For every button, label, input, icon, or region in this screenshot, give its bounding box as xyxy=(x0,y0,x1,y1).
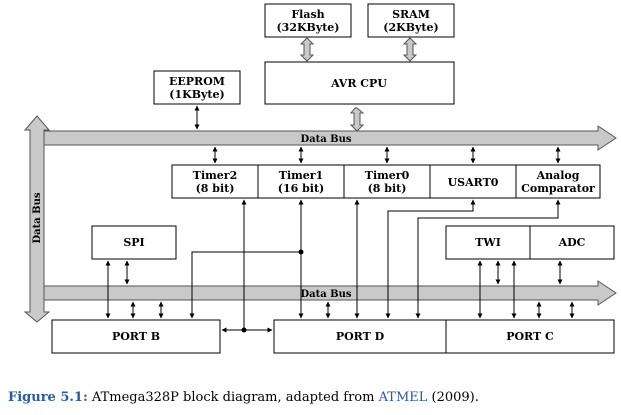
sram-size: (2KByte) xyxy=(383,21,438,34)
analog-port-d-wire xyxy=(415,199,561,319)
timer2-bits: (8 bit) xyxy=(196,182,235,195)
data-bus-vertical-label: Data Bus xyxy=(32,192,43,243)
cpu-label: AVR CPU xyxy=(330,77,387,90)
analog-comparator-label: Analog xyxy=(536,169,580,182)
sram-cpu-link xyxy=(402,37,418,62)
port-c-label: PORT C xyxy=(506,330,554,343)
source-link[interactable]: ATMEL xyxy=(378,390,428,405)
data-bus-top-label: Data Bus xyxy=(300,134,351,145)
eeprom-label: EEPROM xyxy=(169,75,225,88)
port-d-label: PORT D xyxy=(336,330,385,343)
timer1-port-b-wire xyxy=(189,251,301,319)
timer0-bits: (8 bit) xyxy=(368,182,407,195)
analog-comparator-block xyxy=(515,164,601,199)
flash-size: (32KByte) xyxy=(276,21,339,34)
figure-caption: Figure 5.1: ATmega328P block diagram, ad… xyxy=(8,390,479,405)
usart0-label: USART0 xyxy=(448,176,499,189)
spi-block xyxy=(91,225,177,260)
port-b-label: PORT B xyxy=(112,330,160,343)
timer1-block xyxy=(257,164,345,199)
cpu-bus-link xyxy=(349,107,365,132)
timer0-block xyxy=(343,164,431,199)
usart0-block xyxy=(429,164,517,199)
data-bus-top xyxy=(43,125,617,151)
sram-block xyxy=(367,3,455,38)
timer0-label: Timer0 xyxy=(365,169,410,182)
port-d-block xyxy=(273,319,447,354)
eeprom-size: (1KByte) xyxy=(169,88,224,101)
port-c-block xyxy=(445,319,615,354)
port-b-block xyxy=(51,319,221,354)
flash-cpu-link xyxy=(299,37,315,62)
analog-comparator-label-2: Comparator xyxy=(521,182,595,195)
block-diagram: Data Bus Data Bus Data Bus Flash (32KByt… xyxy=(23,3,617,354)
flash-block xyxy=(264,3,352,38)
twi-label: TWI xyxy=(475,236,501,249)
cpu-block xyxy=(264,61,455,105)
timer1-bits: (16 bit) xyxy=(278,182,325,195)
spi-label: SPI xyxy=(123,236,144,249)
figure-text: ATmega328P block diagram, adapted from xyxy=(87,390,379,405)
figure-number: Figure 5.1: xyxy=(8,390,88,405)
timer1-label: Timer1 xyxy=(279,169,323,182)
eeprom-block xyxy=(153,70,241,105)
figure-year: (2009). xyxy=(427,390,479,405)
data-bus-bottom-label: Data Bus xyxy=(300,289,351,300)
timer2-label: Timer2 xyxy=(193,169,237,182)
sram-label: SRAM xyxy=(392,8,430,21)
data-bus-vertical xyxy=(23,115,51,323)
adc-label: ADC xyxy=(558,236,586,249)
flash-label: Flash xyxy=(291,8,324,21)
